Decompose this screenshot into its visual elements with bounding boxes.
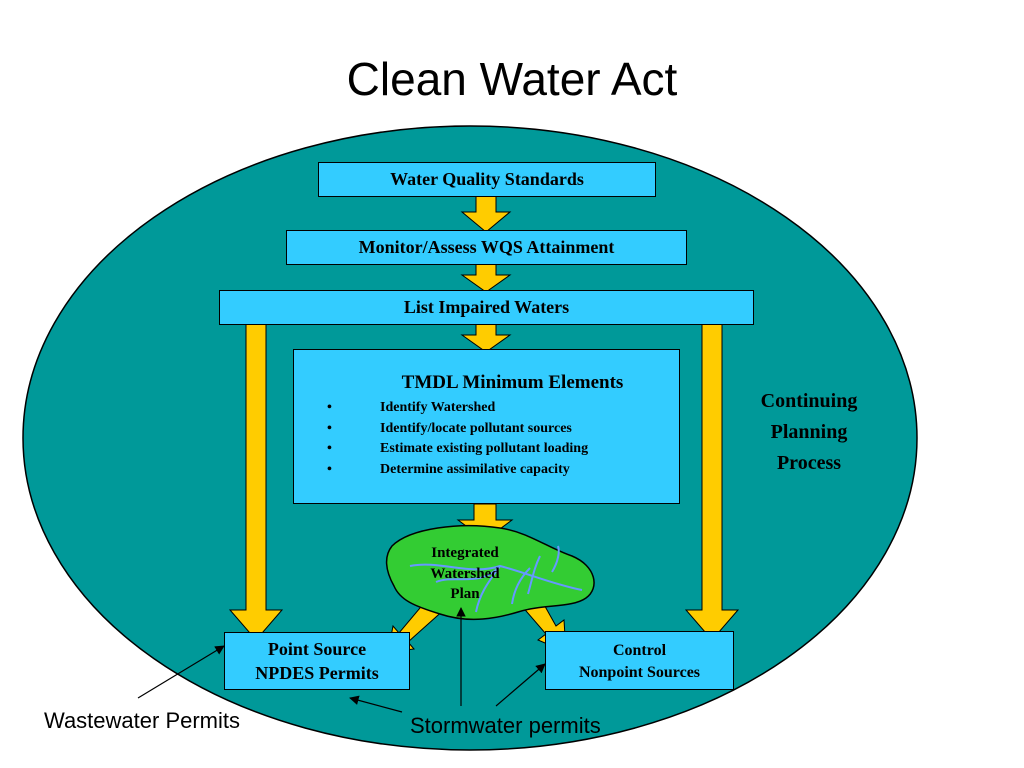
point-source-line-2: NPDES Permits — [255, 663, 379, 683]
box-tmdl: TMDL Minimum Elements • Identify Watershe… — [293, 349, 680, 504]
watershed-streams — [409, 545, 583, 613]
arrow-list-to-point-source — [228, 323, 284, 641]
bullet-icon: • — [327, 461, 332, 477]
arrow-monitor-to-list — [460, 263, 512, 293]
point-source-line-1: Point Source — [267, 639, 367, 659]
box-water-quality-standards: Water Quality Standards — [318, 162, 656, 197]
watershed-label-line-2: Watershed — [430, 565, 500, 582]
tmdl-list: • Identify Watershed • Identify/locate pol… — [294, 398, 679, 480]
tmdl-item-text: Estimate existing pollutant loading — [380, 441, 589, 456]
bullet-icon: • — [327, 400, 332, 415]
arrow-list-to-tmdl — [460, 323, 512, 353]
watershed-label-line-1: Integrated — [431, 545, 499, 561]
box-list-impaired-waters: List Impaired Waters — [219, 290, 754, 325]
tmdl-title: TMDL Minimum Elements — [401, 372, 624, 393]
tmdl-item: • Determine assimilative capacity — [294, 460, 679, 481]
box-point-source: Point Source NPDES Permits — [224, 632, 410, 690]
watershed-blob — [385, 525, 595, 621]
page-title: Clean Water Act — [346, 53, 678, 105]
tmdl-item: • Estimate existing pollutant loading — [294, 439, 679, 460]
watershed-label-line-3: Plan — [450, 586, 480, 602]
box-control-nonpoint: Control Nonpoint Sources — [545, 631, 734, 690]
tmdl-item-text: Identify/locate pollutant sources — [380, 420, 572, 436]
control-line-2: Nonpoint Sources — [578, 664, 701, 681]
callout-stormwater-line-1 — [349, 695, 403, 713]
cpp-label: Continuing Planning Process — [734, 386, 884, 479]
tmdl-item: • Identify Watershed — [294, 398, 679, 419]
control-line-1: Control — [612, 642, 667, 659]
cpp-line-1: Continuing — [760, 390, 858, 412]
bullet-icon: • — [327, 420, 332, 436]
box-monitor-assess: Monitor/Assess WQS Attainment — [286, 230, 687, 265]
tmdl-item-text: Determine assimilative capacity — [380, 461, 570, 477]
arrow-list-to-control — [684, 323, 740, 641]
callout-wastewater-line — [137, 645, 225, 699]
arrow-wqs-to-monitor — [460, 195, 512, 233]
tmdl-item-text: Identify Watershed — [380, 400, 496, 415]
bullet-icon: • — [327, 441, 332, 456]
callout-stormwater-line-3 — [495, 663, 546, 707]
cpp-line-3: Process — [776, 452, 842, 474]
tmdl-item: • Identify/locate pollutant sources — [294, 419, 679, 440]
watershed-plan-label: Integrated Watershed Plan — [415, 543, 515, 605]
callout-stormwater: Stormwater permits — [410, 713, 601, 738]
callout-wastewater: Wastewater Permits — [44, 708, 241, 733]
cpp-line-2: Planning — [770, 421, 848, 443]
